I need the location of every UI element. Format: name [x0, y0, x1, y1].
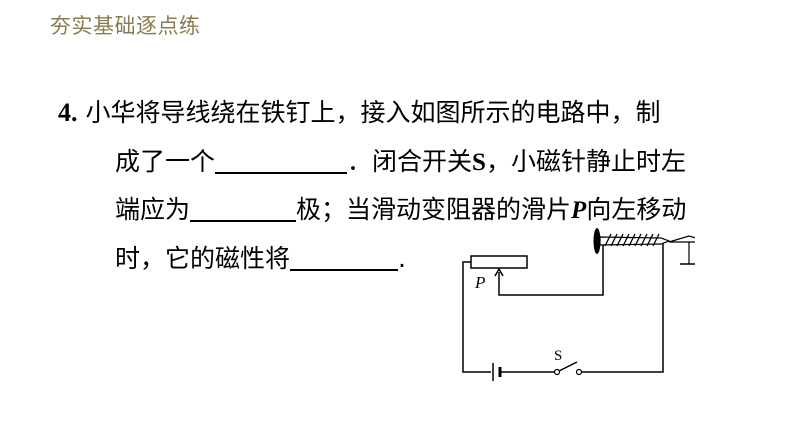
question-line-2: 成了一个 ．闭合开关S，小磁针静止时左 [115, 146, 686, 179]
switch-contact-right [575, 368, 583, 376]
switch-contact-left [553, 368, 561, 376]
question-line-3: 端应为 极；当滑动变阻器的滑片P向左移动 [115, 194, 686, 227]
answer-blank-3[interactable] [290, 243, 399, 271]
rheostat-resistor [470, 255, 528, 269]
wire-left [462, 261, 491, 373]
text-segment: ，小磁针静止时左 [485, 147, 686, 176]
text-segment: ．闭合开关 [347, 147, 473, 176]
section-header: 夯实基础逐点练 [50, 14, 201, 38]
slider-symbol-text: P [571, 197, 587, 224]
text-segment: 向左移动 [586, 195, 687, 224]
text-segment: 成了一个 [115, 147, 216, 176]
answer-blank-1[interactable] [215, 146, 348, 174]
text-segment: . [398, 244, 406, 273]
question-text-1: 小华将导线绕在铁钉上，接入如图所示的电路中，制 [85, 98, 661, 127]
coil-windings [604, 233, 660, 247]
switch-lever [558, 361, 578, 372]
slider-arrowhead [494, 267, 504, 277]
label-p: P [474, 273, 485, 292]
question-number: 4. [58, 98, 78, 127]
text-segment: 时，它的磁性将 [115, 244, 291, 273]
question-line-1: 4.小华将导线绕在铁钉上，接入如图所示的电路中，制 [58, 97, 661, 129]
nail-head [593, 228, 601, 254]
compass-needle [668, 235, 695, 243]
answer-blank-2[interactable] [190, 194, 297, 222]
circuit-diagram: P S [462, 228, 695, 381]
switch-symbol-text: S [472, 149, 486, 176]
wire-right [582, 238, 664, 373]
text-segment: 极；当滑动变阻器的滑片 [296, 195, 572, 224]
question-line-4: 时，它的磁性将. [115, 243, 406, 275]
text-segment: 端应为 [115, 195, 191, 224]
nail-body [599, 236, 671, 246]
label-s: S [554, 348, 562, 364]
